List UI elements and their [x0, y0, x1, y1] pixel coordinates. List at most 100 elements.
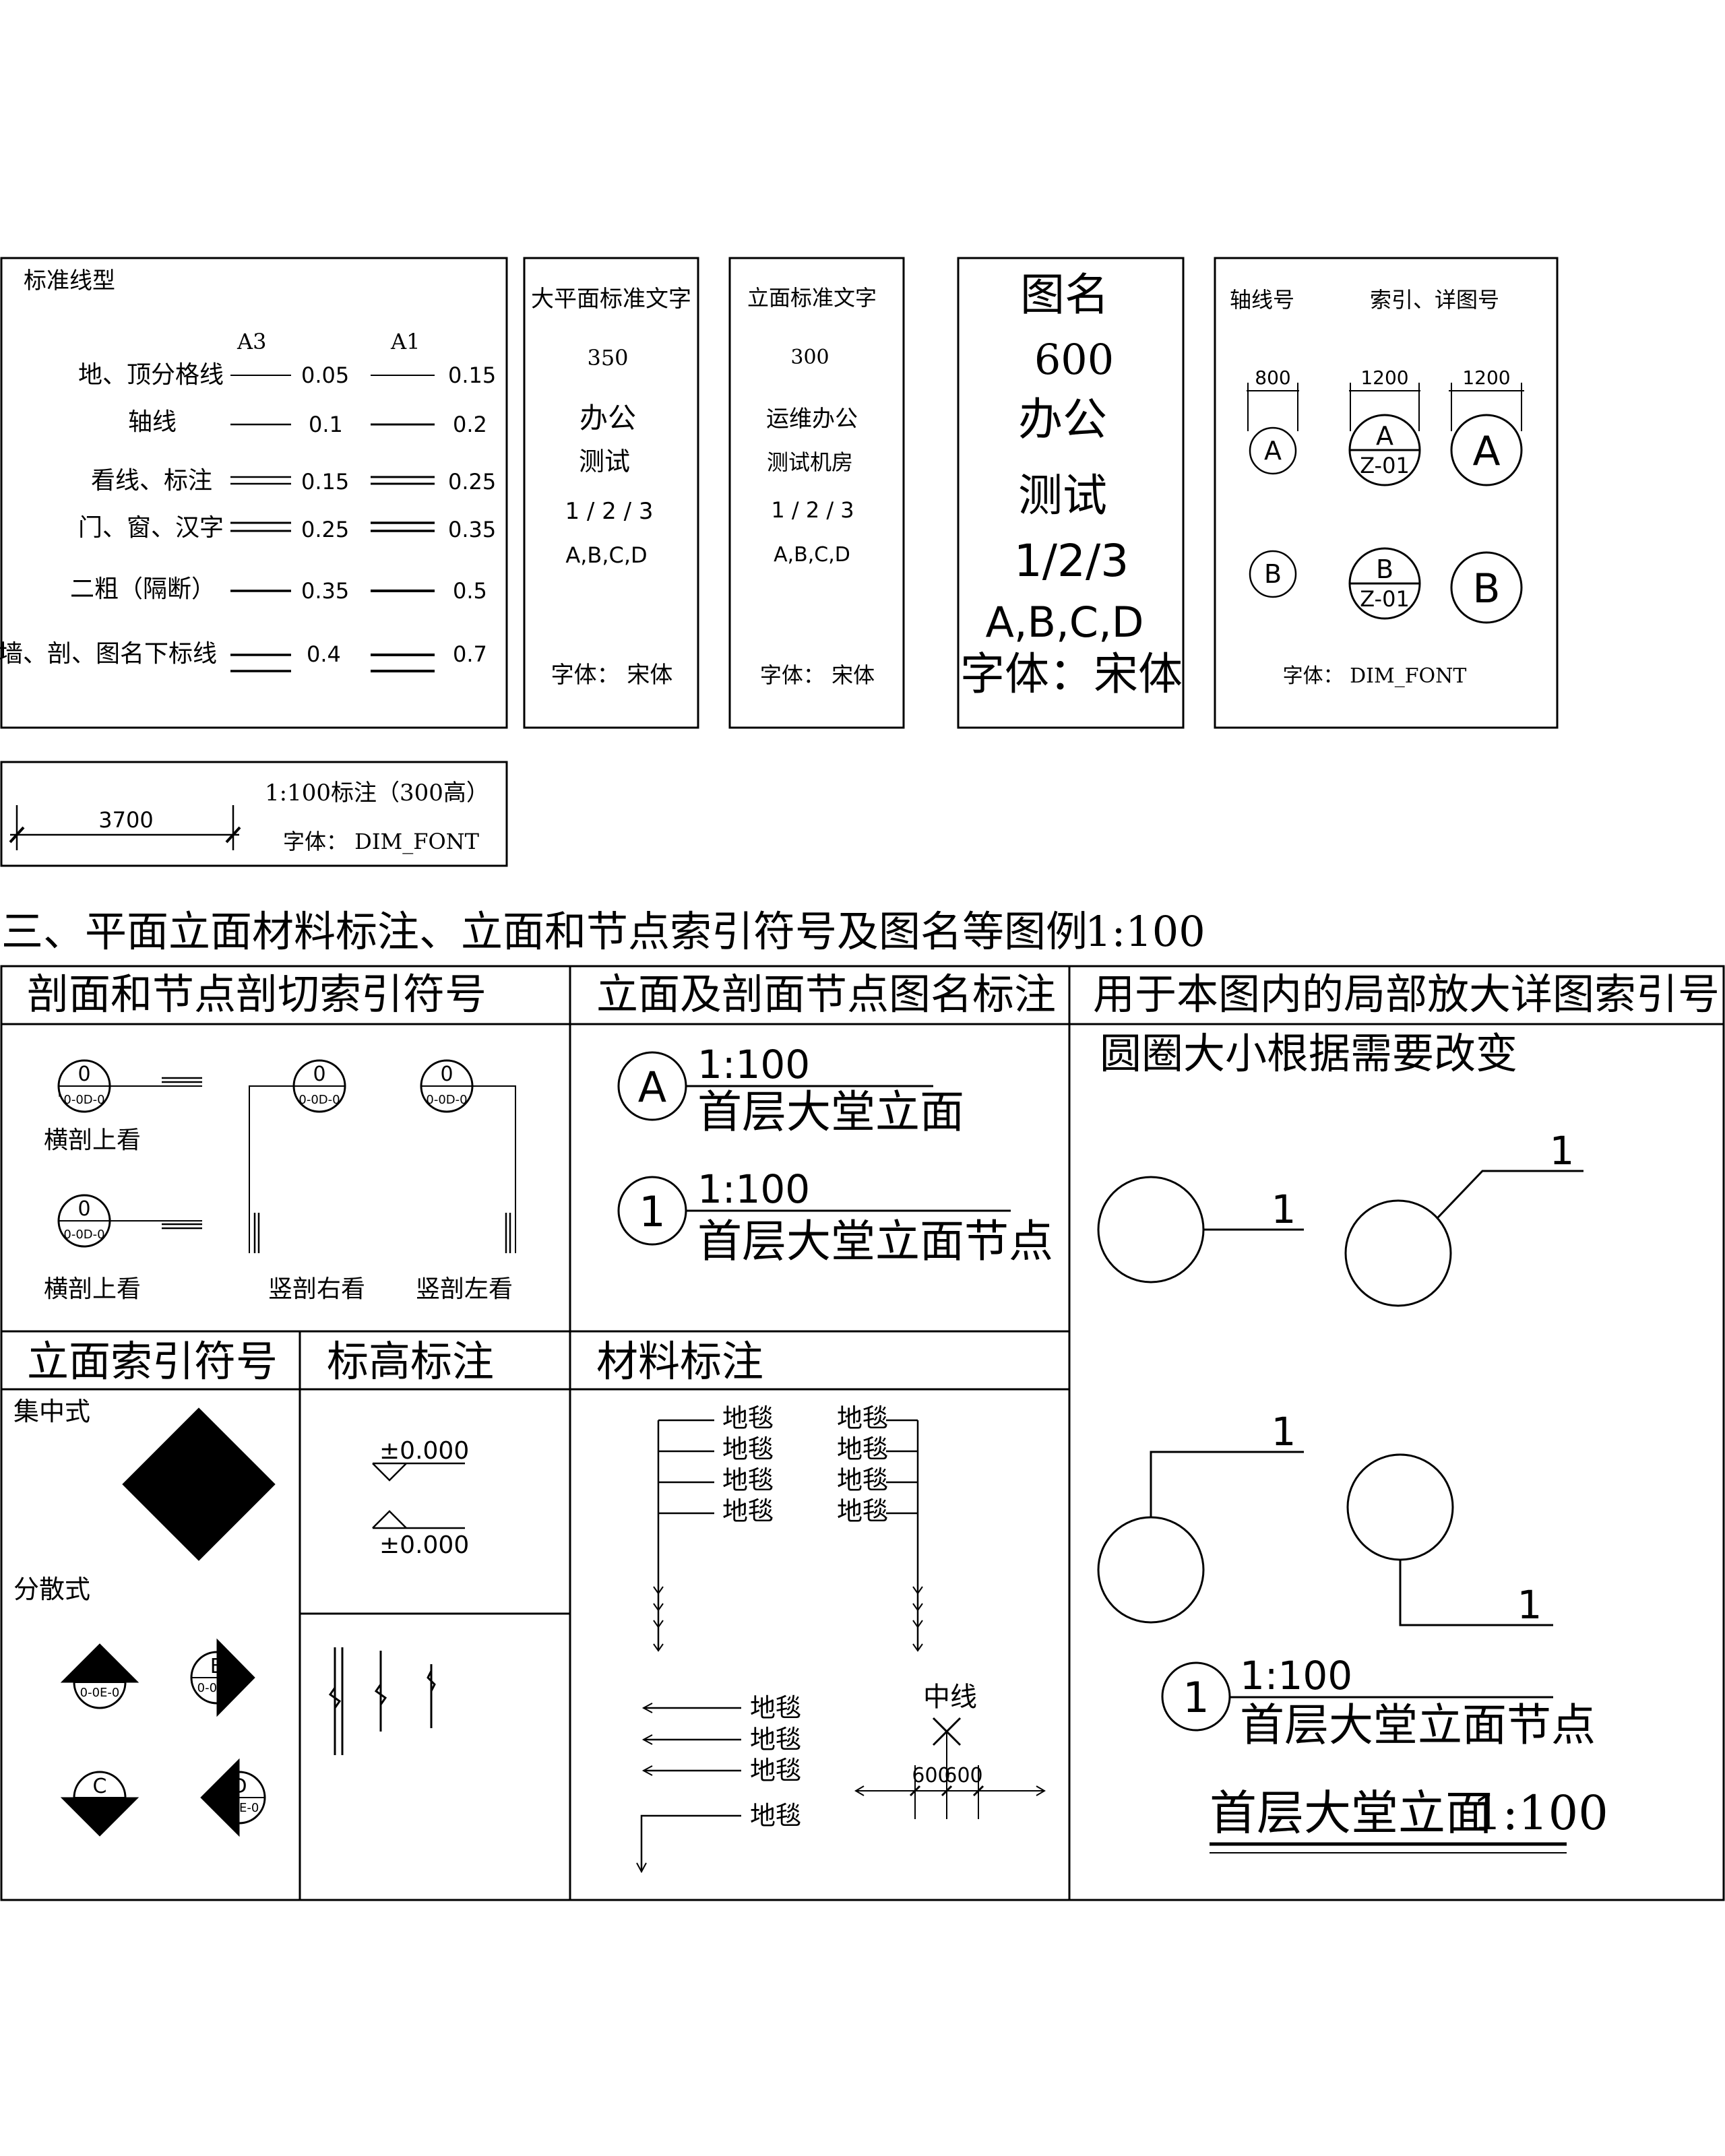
detail-number: 1: [1272, 1186, 1296, 1232]
axis-dim-label: 800: [1255, 367, 1290, 389]
drawing-title-scale: 1:100: [1472, 1785, 1608, 1841]
central-label: 集中式: [13, 1397, 90, 1426]
section-heading: 三、平面立面材料标注、立面和节点索引符号及图名等图例: [1, 907, 1088, 956]
elevation-name-title: 立面及剖面节点图名标注: [596, 970, 1056, 1019]
elevation-name-bubble-label: A: [638, 1063, 666, 1112]
axis-index-legend: 轴线号 索引、详图号 800 A 1200 A Z-01 1200 A B B …: [1214, 257, 1559, 729]
elevation-name-text: 首层大堂立面: [697, 1086, 964, 1138]
material-label: 地毯: [750, 1693, 801, 1723]
cut-label: 横剖上看: [44, 1275, 141, 1303]
plan-text-sample: 1 / 2 / 3: [565, 498, 653, 525]
drawing-name-font: 字体：宋体: [960, 648, 1183, 700]
axis-bubble-large: [1450, 414, 1523, 486]
elevation-index-letter: D: [154, 1461, 169, 1485]
cut-index-symbols: 0 0-0D-0 横剖上看 0 0-0D-0 横剖上看 0 0-0D-0 竖剖右…: [44, 1059, 516, 1303]
elevation-text-sample: 测试机房: [767, 449, 853, 475]
material-label: 地毯: [837, 1496, 888, 1526]
elevation-index-code: 0-0E-0: [220, 1801, 259, 1815]
plan-text-font: 字体： 宋体: [551, 662, 673, 689]
drawing-name-sample: 办公: [1018, 393, 1107, 445]
detail-name-text: 首层大堂立面节点: [1240, 1699, 1596, 1751]
elevation-name-scale: 1:100: [697, 1166, 810, 1212]
axis-bubble: [1249, 550, 1297, 598]
cut-index-bubble-bottom: 0-0D-0: [299, 1093, 340, 1107]
elevation-index-code: 0-0E-0: [80, 1686, 120, 1700]
plan-text-legend: 大平面标准文字 350 办公 测试 1 / 2 / 3 A,B,C,D 字体： …: [523, 257, 699, 729]
axis-bubble-large: [1450, 551, 1523, 624]
scattered-label: 分散式: [13, 1575, 90, 1604]
cut-index-title: 剖面和节点剖切索引符号: [27, 970, 487, 1019]
plan-text-sample: 办公: [579, 402, 636, 435]
detail-number: 1: [1550, 1128, 1575, 1174]
legend-table: [0, 965, 1725, 1901]
plan-text-sample: A,B,C,D: [565, 542, 647, 568]
cut-label: 横剖上看: [44, 1127, 141, 1154]
elevation-index-letter: C: [93, 1775, 107, 1798]
drawing-name-title: 图名: [1020, 269, 1109, 321]
material-label: 地毯: [722, 1465, 774, 1495]
linetype-col-a3: A3: [237, 329, 266, 354]
cut-label: 竖剖右看: [268, 1275, 365, 1303]
axis-bubble-label: B: [1264, 559, 1282, 589]
axis-dim-label: 1200: [1462, 367, 1510, 389]
linetype-row-a3: 0.1: [309, 412, 343, 437]
material-label: 地毯: [837, 1403, 888, 1433]
cut-index-bubble-top: 0: [77, 1197, 90, 1221]
linetype-row-label: 轴线: [128, 408, 177, 436]
elevation-mark-title: 标高标注: [327, 1337, 494, 1386]
material-label: 地毯: [837, 1434, 888, 1464]
linetype-row-a1: 0.7: [453, 641, 487, 667]
material-title: 材料标注: [596, 1337, 763, 1386]
elevation-value: ±0.000: [379, 1437, 469, 1465]
elevation-index-code: 0-0E-0: [144, 1488, 183, 1502]
linetype-row-a1: 0.5: [453, 578, 487, 604]
material-label: 地毯: [750, 1801, 801, 1831]
drawing-name-height: 600: [1034, 335, 1114, 384]
elevation-index-letter: B: [210, 1655, 224, 1678]
material-label: 地毯: [750, 1756, 801, 1785]
detail-circle: [1097, 1176, 1205, 1283]
dimension-label: 1:100标注（300高）: [265, 780, 489, 806]
centerline-label: 中线: [923, 1682, 977, 1713]
drawing-title-name: 首层大堂立面: [1210, 1785, 1493, 1841]
detail-circle: [1097, 1516, 1205, 1624]
linetype-col-a1: A1: [390, 329, 420, 354]
elevation-index-letter: D: [231, 1775, 247, 1798]
detail-number: 1: [1272, 1409, 1296, 1455]
centerline-dim: 600: [912, 1764, 950, 1787]
drawing-name-legend: 图名 600 办公 测试 1/2/3 A,B,C,D 字体：宋体: [957, 257, 1185, 729]
elevation-index-code: 0-0E-0: [197, 1681, 237, 1695]
axis-bubble: [1249, 426, 1297, 475]
index-bubble-bottom: Z-01: [1360, 586, 1410, 612]
plan-text-title: 大平面标准文字: [531, 286, 691, 313]
linetype-row-label: 看线、标注: [91, 467, 212, 495]
linetype-legend: 标准线型 A3 A1 地、顶分格线 0.05 0.15 轴线 0.1 0.2 看…: [0, 257, 508, 729]
elevation-text-height: 300: [790, 346, 829, 369]
index-bubble-top: B: [1376, 554, 1393, 584]
detail-circle: [1344, 1199, 1452, 1307]
cut-label: 竖剖左看: [416, 1275, 513, 1303]
material-callouts: 地毯 地毯 地毯 地毯 地毯 地毯 地毯 地毯 地毯 地毯 地毯 地毯: [636, 1403, 1046, 1874]
elevation-index-letter: C: [192, 1497, 206, 1521]
detail-index-title: 用于本图内的局部放大详图索引号: [1093, 970, 1720, 1019]
elevation-text-sample: 1 / 2 / 3: [771, 497, 854, 523]
linetype-row-label: 墙、剖、图名下标线: [0, 640, 217, 668]
elevation-index-letter: A: [192, 1426, 206, 1449]
index-title: 索引、详图号: [1370, 287, 1499, 313]
index-bubble-top: A: [1376, 421, 1393, 451]
cut-index-bubble-bottom: 0-0D-0: [63, 1228, 104, 1242]
elevation-index-code: 0-0E-0: [179, 1524, 219, 1538]
linetype-row-a1: 0.2: [453, 412, 487, 437]
elevation-index-code: 0-0E-0: [215, 1488, 255, 1502]
linetype-row-a3: 0.15: [301, 469, 349, 495]
linetype-row-a3: 0.05: [301, 362, 349, 388]
linetype-row-a1: 0.15: [448, 362, 496, 388]
drawing-name-sample: 测试: [1018, 470, 1107, 521]
drawing-name-sample: A,B,C,D: [985, 598, 1143, 647]
axis-title: 轴线号: [1230, 287, 1294, 313]
elevation-index-title: 立面索引符号: [27, 1337, 278, 1386]
break-lines: [328, 1647, 436, 1755]
elevation-value: ±0.000: [379, 1531, 469, 1559]
axis-bubble-label: A: [1264, 436, 1282, 466]
